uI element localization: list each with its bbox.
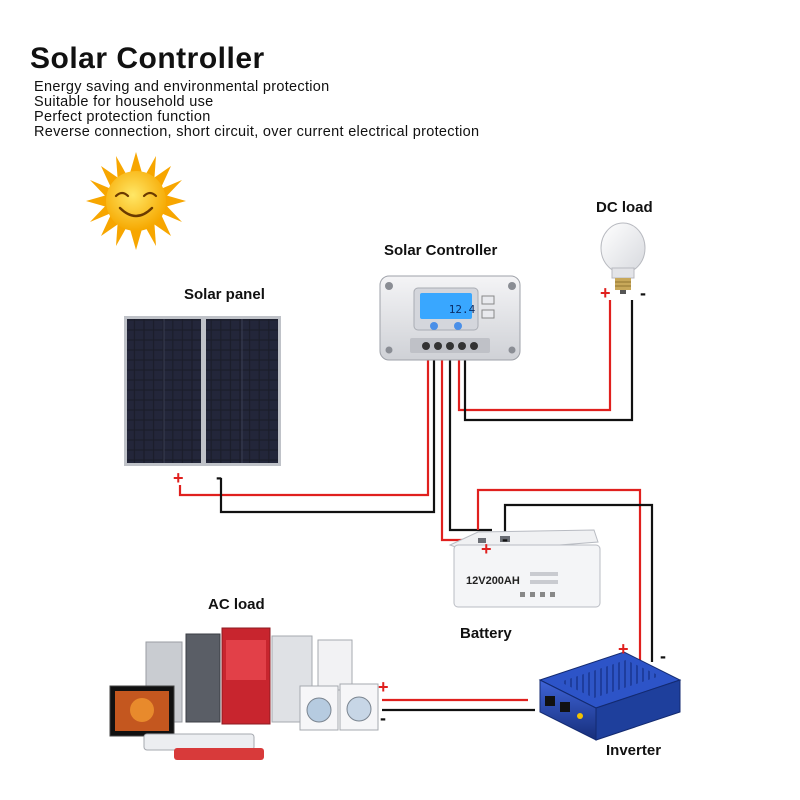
inverter-illustration bbox=[538, 651, 682, 741]
dc-load-label: DC load bbox=[596, 199, 653, 216]
solar-panel-illustration bbox=[124, 316, 281, 466]
plus-symbol: + bbox=[618, 639, 629, 659]
feature-list: Energy saving and environmental protecti… bbox=[34, 80, 479, 140]
feature-item: Perfect protection function bbox=[34, 109, 211, 125]
solar-controller-device: 12.4 bbox=[379, 275, 521, 361]
battery-label: Battery bbox=[460, 625, 512, 642]
dc-load-negative-wire bbox=[463, 300, 634, 422]
sun-icon bbox=[86, 152, 186, 250]
polarity-markers: + - + - + - + - + - bbox=[173, 283, 666, 728]
plus-symbol: + bbox=[481, 539, 492, 559]
battery-negative-wire bbox=[448, 360, 492, 532]
wiring bbox=[178, 300, 654, 712]
solar-controller-label: Solar Controller bbox=[384, 242, 498, 259]
minus-symbol: - bbox=[502, 529, 508, 549]
plus-symbol: + bbox=[378, 677, 389, 697]
solar-negative-wire bbox=[219, 360, 436, 514]
solar-panel-label: Solar panel bbox=[184, 286, 265, 303]
dc-load-positive-wire bbox=[457, 300, 612, 412]
lcd-readout: 12.4 bbox=[449, 303, 476, 316]
feature-item: Reverse connection, short circuit, over … bbox=[34, 124, 480, 140]
battery-rating: 12V200AH bbox=[466, 575, 520, 587]
feature-item: Energy saving and environmental protecti… bbox=[34, 79, 330, 95]
inverter-negative-wire bbox=[503, 503, 654, 662]
ac-load-appliances bbox=[109, 627, 379, 760]
minus-symbol: - bbox=[380, 708, 386, 728]
component-labels: DC load Solar Controller Solar panel AC … bbox=[184, 199, 661, 759]
inverter-positive-wire bbox=[476, 488, 642, 672]
ac-load-label: AC load bbox=[208, 596, 265, 613]
minus-symbol: - bbox=[640, 283, 646, 303]
inverter-label: Inverter bbox=[606, 742, 661, 759]
plus-symbol: + bbox=[173, 468, 184, 488]
page-title: Solar Controller bbox=[30, 42, 265, 75]
solar-positive-wire bbox=[178, 360, 430, 497]
light-bulb-icon bbox=[600, 222, 646, 294]
plus-symbol: + bbox=[600, 283, 611, 303]
minus-symbol: - bbox=[216, 467, 222, 487]
minus-symbol: - bbox=[660, 646, 666, 666]
feature-item: Suitable for household use bbox=[34, 94, 214, 110]
controller-lcd bbox=[420, 293, 472, 319]
battery-illustration: 12V200AH bbox=[448, 529, 601, 608]
air-conditioner-icon bbox=[143, 733, 255, 751]
